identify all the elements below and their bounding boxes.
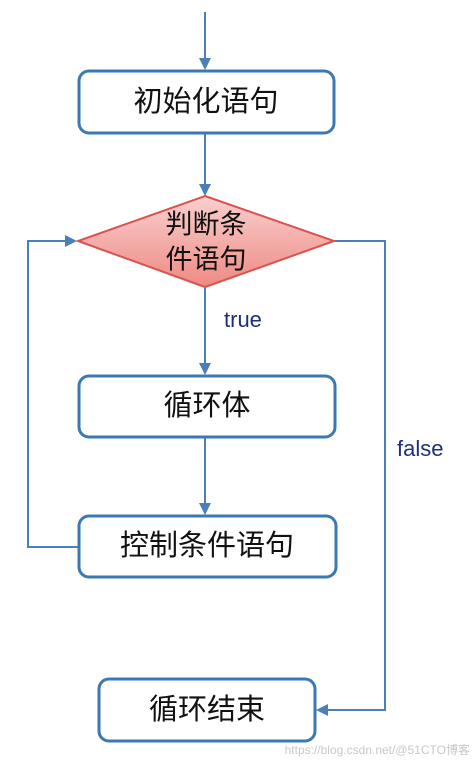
end-node: 循环结束: [97, 677, 317, 743]
true-label: true: [224, 307, 262, 332]
init-box: [77, 69, 336, 135]
init-node: 初始化语句: [77, 69, 336, 135]
body-node: 循环体: [77, 374, 337, 439]
condition-node: 判断条 件语句: [75, 194, 338, 289]
condition-label-line1: 判断条: [166, 210, 247, 241]
control-box: [77, 514, 338, 579]
condition-diamond: [75, 194, 338, 289]
body-box: [77, 374, 337, 439]
end-label: 循环结束: [149, 692, 265, 726]
watermark: https://blog.csdn.net/@51CTO博客: [285, 742, 470, 757]
condition-label-line2: 件语句: [166, 245, 247, 276]
edge-control-loop-back: [27, 235, 79, 548]
body-label: 循环体: [163, 388, 250, 422]
init-label: 初始化语句: [133, 84, 278, 118]
false-label: false: [397, 436, 443, 461]
control-label: 控制条件语句: [120, 528, 294, 562]
control-node: 控制条件语句: [77, 514, 338, 579]
edge-condition-false-to-end: [316, 240, 386, 716]
end-box: [97, 677, 317, 743]
